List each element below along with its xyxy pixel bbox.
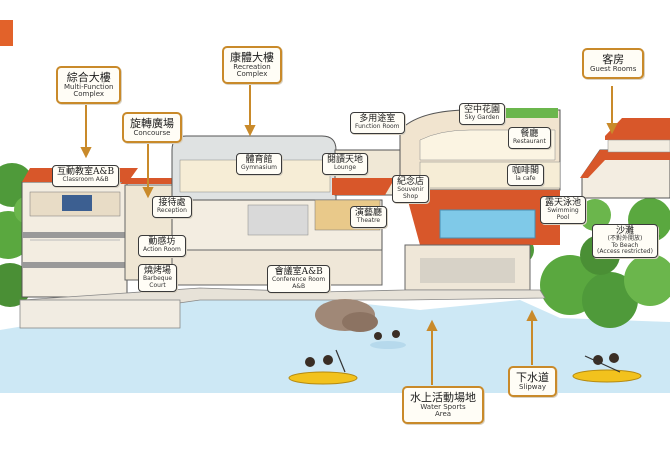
label-lounge[interactable]: 閱讀天地 Lounge bbox=[322, 153, 369, 175]
label-function-room[interactable]: 多用途室 Function Room bbox=[350, 112, 405, 134]
logo-mark bbox=[0, 20, 13, 46]
label-slipway[interactable]: 下水道 Slipway bbox=[508, 366, 557, 397]
label-theatre[interactable]: 演藝廳 Theatre bbox=[350, 206, 388, 228]
swimmers bbox=[370, 330, 406, 349]
label-restaurant[interactable]: 餐廳 Restaurant bbox=[508, 127, 551, 149]
label-gymnasium[interactable]: 體育館 Gymnasium bbox=[236, 153, 282, 175]
label-conference-room[interactable]: 會議室A&B Conference Room A&B bbox=[267, 265, 331, 294]
label-la-cafe[interactable]: 咖啡閣 la cafe bbox=[507, 164, 545, 186]
swimming-pool bbox=[439, 209, 536, 239]
label-swimming-pool[interactable]: 露天泳池 Swimming Pool bbox=[540, 196, 587, 225]
label-concourse[interactable]: 旋轉廣場 Concourse bbox=[122, 112, 182, 143]
kayak-left bbox=[288, 349, 358, 385]
kayak-right bbox=[572, 353, 642, 383]
label-action-room[interactable]: 動感坊 Action Room bbox=[138, 235, 186, 257]
label-sky-garden[interactable]: 空中花園 Sky Garden bbox=[459, 103, 506, 125]
label-to-beach[interactable]: 沙灘 (不對外開放) To Beach (Access restricted) bbox=[592, 224, 658, 259]
pool-deck bbox=[405, 190, 560, 245]
trees-right bbox=[506, 198, 670, 328]
label-multi-function-complex[interactable]: 綜合大樓 Multi-Function Complex bbox=[56, 66, 122, 105]
label-souvenir-shop[interactable]: 紀念店 Souvenir Shop bbox=[392, 175, 430, 204]
barbeque-deck bbox=[19, 299, 181, 329]
label-classroom[interactable]: 互動教室A&B Classroom A&B bbox=[52, 165, 120, 187]
multi-function-building bbox=[21, 168, 138, 298]
label-barbeque-court[interactable]: 燒烤場 Barbeque Court bbox=[138, 264, 178, 293]
label-guest-rooms[interactable]: 客房 Guest Rooms bbox=[582, 48, 645, 79]
label-reception[interactable]: 接待處 Reception bbox=[152, 196, 192, 218]
rocks bbox=[315, 299, 378, 332]
label-water-sports-area[interactable]: 水上活動場地 Water Sports Area bbox=[402, 386, 484, 425]
guest-rooms bbox=[580, 118, 670, 199]
label-recreation-complex[interactable]: 康體大樓 Recreation Complex bbox=[222, 46, 282, 85]
